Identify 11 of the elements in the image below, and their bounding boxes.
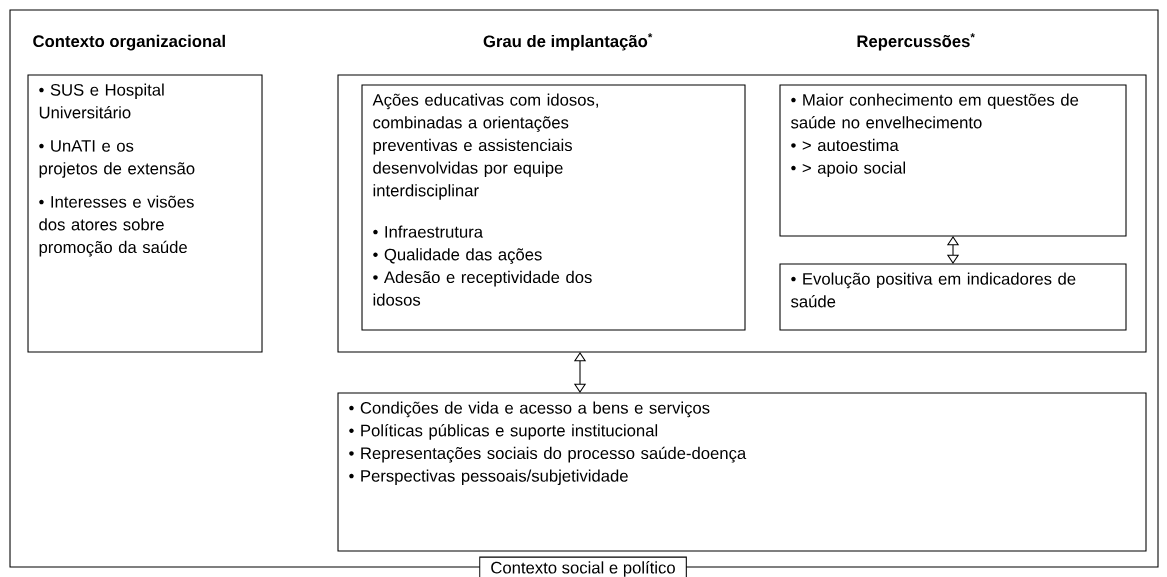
text-box: Ações educativas com idosos, combinadas a orientações preventivas e assistenciais desenvolvidas por equipe interdisciplinar • Infraestrutura • Qualidade das ações • Adesão e receptividade dos idosos <box>361 84 746 331</box>
text-box: • SUS e Hospital Universitário • UnATI e os projetos de extensão • Interesses e visões dos atores sobre promoção da saúde <box>27 74 263 353</box>
text-box: • Evolução positiva em indicadores de saúde <box>779 263 1127 331</box>
column-heading: Grau de implantação$^{*}$ <box>483 33 653 51</box>
double-arrow <box>573 352 587 393</box>
double-arrow <box>946 236 960 264</box>
frame-label: Contexto social e político <box>479 556 687 577</box>
text-box: • Condições de vida e acesso a bens e serviços • Políticas públicas e suporte institucional • Representações sociais do processo saúde-doença • Perspectivas pessoais/subjetividade <box>337 392 1147 552</box>
text-box: • Maior conhecimento em questões de saúde no envelhecimento • > autoestima • > apoio social <box>779 84 1127 237</box>
column-heading: Repercussões$^{*}$ <box>857 33 975 51</box>
heading: Contexto organizacional <box>33 34 225 51</box>
